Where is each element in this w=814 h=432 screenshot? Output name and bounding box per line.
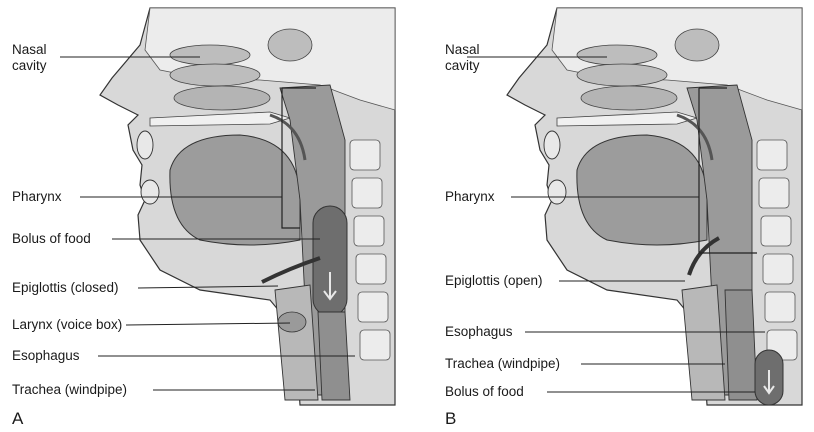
esophagus	[725, 290, 757, 400]
label-trachea: Trachea (windpipe)	[445, 356, 560, 372]
nasal-turbinate-upper	[170, 45, 250, 65]
tongue	[577, 135, 707, 245]
label-larynx: Larynx (voice box)	[12, 317, 122, 333]
label-esophagus: Esophagus	[445, 324, 513, 340]
panel-letter-a: A	[12, 409, 23, 429]
lower-lip	[548, 180, 566, 204]
label-pharynx: Pharynx	[12, 189, 62, 205]
panel-letter-b: B	[445, 409, 456, 429]
panel-b-swallowing-open: Nasal cavity Pharynx Epiglottis (open) E…	[407, 0, 814, 432]
nasal-turbinate-lower	[174, 86, 270, 110]
label-bolus-of-food: Bolus of food	[12, 231, 91, 247]
trachea	[275, 285, 318, 400]
label-pharynx: Pharynx	[445, 189, 495, 205]
nasal-turbinate-upper	[577, 45, 657, 65]
upper-lip	[544, 131, 560, 159]
tongue	[170, 135, 300, 245]
nasal-turbinate-middle	[170, 64, 260, 86]
label-nasal-cavity-line1: Nasal	[445, 42, 480, 57]
upper-lip	[137, 131, 153, 159]
label-epiglottis-closed: Epiglottis (closed)	[12, 280, 119, 296]
label-nasal-cavity-line1: Nasal	[12, 42, 47, 57]
label-trachea: Trachea (windpipe)	[12, 382, 127, 398]
sphenoid-sinus	[675, 29, 719, 61]
lower-lip	[141, 180, 159, 204]
label-epiglottis-open: Epiglottis (open)	[445, 273, 543, 289]
sphenoid-sinus	[268, 29, 312, 61]
label-esophagus: Esophagus	[12, 348, 80, 364]
panel-a-swallowing-closed: Nasal cavity Pharynx Bolus of food Epigl…	[0, 0, 407, 432]
larynx	[278, 312, 306, 332]
nasal-turbinate-lower	[581, 86, 677, 110]
trachea	[682, 285, 725, 400]
label-nasal-cavity-line2: cavity	[445, 58, 480, 73]
label-bolus-of-food: Bolus of food	[445, 384, 524, 400]
nasal-turbinate-middle	[577, 64, 667, 86]
label-nasal-cavity: Nasal cavity	[12, 42, 82, 74]
label-nasal-cavity: Nasal cavity	[445, 42, 515, 74]
label-nasal-cavity-line2: cavity	[12, 58, 47, 73]
